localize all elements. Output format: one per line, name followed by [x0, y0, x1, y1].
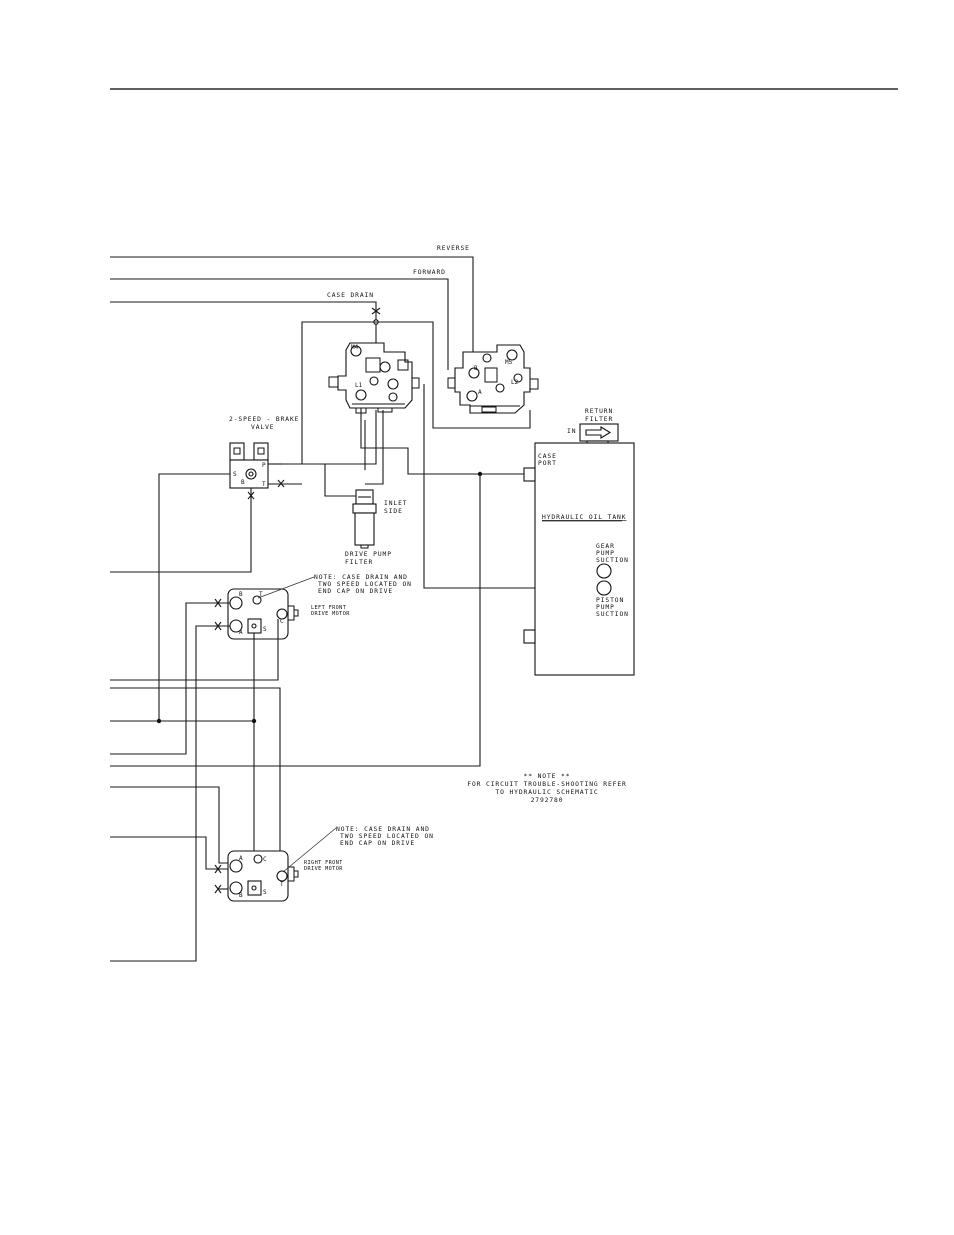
right-note-line2: TWO SPEED LOCATED ON — [340, 833, 434, 840]
hydraulic-oil-tank: CASE PORT HYDRAULIC OIL TANK GEAR PUMP S… — [523, 442, 635, 676]
reverse-line: REVERSE — [110, 245, 474, 370]
right-note-line1: NOTE: CASE DRAIN AND — [336, 826, 430, 833]
pump-a-label: A — [478, 389, 482, 396]
left-note-line2: TWO SPEED LOCATED ON — [318, 581, 412, 588]
case-port-line2: PORT — [538, 460, 557, 467]
main-note-line1: ** NOTE ** — [524, 773, 571, 780]
rf-motor-label-line1: RIGHT FRONT — [304, 860, 343, 866]
lf-port-s: S — [263, 626, 267, 633]
gear-pump-suction-line2: PUMP — [596, 550, 615, 557]
drive-pump-filter-line1: DRIVE PUMP — [345, 551, 392, 558]
case-drain-line: CASE DRAIN — [110, 292, 381, 345]
main-note-line4: 2792780 — [531, 797, 564, 804]
lf-port-t: T — [259, 591, 263, 598]
l2-label: L2 — [511, 379, 519, 386]
lf-motor-label-line1: LEFT FRONT — [311, 605, 346, 611]
rf-port-b: B — [239, 892, 243, 899]
tank-title: HYDRAULIC OIL TANK — [542, 514, 626, 521]
reverse-label: REVERSE — [437, 245, 470, 252]
return-filter-line1: RETURN — [585, 408, 613, 415]
drive-pump-filter: INLET SIDE DRIVE PUMP FILTER — [345, 489, 407, 566]
case-port-line1: CASE — [538, 453, 557, 460]
drive-pump-filter-line2: FILTER — [345, 559, 373, 566]
lf-port-b: B — [239, 591, 243, 598]
main-note-line2: FOR CIRCUIT TROUBLE-SHOOTING REFER — [467, 781, 627, 788]
rf-port-s: S — [263, 889, 267, 896]
piston-pump-m5: M5 L2 B A — [447, 344, 539, 414]
right-note-line3: END CAP ON DRIVE — [340, 840, 415, 847]
piston-pump-suction-line2: PUMP — [596, 604, 615, 611]
valve-port-p: P — [262, 462, 266, 469]
left-front-drive-motor: B A T S C LEFT FRONT DRIVE MOTOR — [227, 588, 350, 640]
valve-port-b: B — [241, 479, 245, 486]
valve-title-line1: 2-SPEED - BRAKE — [229, 416, 299, 423]
rf-port-t: T — [280, 881, 284, 888]
lf-port-c: C — [280, 618, 284, 625]
left-note-line1: NOTE: CASE DRAIN AND — [314, 574, 408, 581]
main-note: ** NOTE ** FOR CIRCUIT TROUBLE-SHOOTING … — [467, 773, 627, 804]
main-note-line3: TO HYDRAULIC SCHEMATIC — [495, 789, 598, 796]
rf-port-a: A — [239, 855, 243, 862]
l1-label: L1 — [355, 382, 363, 389]
return-filter-in-label: IN — [567, 428, 576, 435]
inlet-side-line2: SIDE — [384, 508, 403, 515]
gear-pump-suction-line1: GEAR — [596, 543, 615, 550]
pump-b-label: B — [474, 365, 478, 372]
right-front-drive-motor: A B C S T RIGHT FRONT DRIVE MOTOR — [227, 850, 343, 902]
valve-port-s: S — [233, 471, 237, 478]
valve-title-line2: VALVE — [251, 424, 274, 431]
inlet-side-line1: INLET — [384, 500, 407, 507]
forward-label: FORWARD — [413, 269, 446, 276]
return-filter-line2: FILTER — [585, 416, 613, 423]
m5-label: M5 — [505, 359, 513, 366]
rf-port-c: C — [263, 856, 267, 863]
piston-pump-suction-line3: SUCTION — [596, 611, 629, 618]
m4-label: M4 — [351, 344, 359, 351]
rf-motor-label-line2: DRIVE MOTOR — [304, 866, 343, 872]
forward-line: FORWARD — [110, 269, 449, 370]
piston-pump-suction-line1: PISTON — [596, 597, 624, 604]
valve-port-t: T — [262, 481, 266, 488]
piston-pump-m4: M4 L1 — [328, 342, 420, 414]
lf-port-a: A — [239, 629, 243, 636]
lf-motor-label-line2: DRIVE MOTOR — [311, 611, 350, 617]
gear-pump-suction-line3: SUCTION — [596, 557, 629, 564]
two-speed-brake-valve: 2-SPEED - BRAKE VALVE S B P T — [229, 416, 299, 489]
left-note-line3: END CAP ON DRIVE — [318, 588, 393, 595]
case-drain-label: CASE DRAIN — [327, 292, 374, 299]
